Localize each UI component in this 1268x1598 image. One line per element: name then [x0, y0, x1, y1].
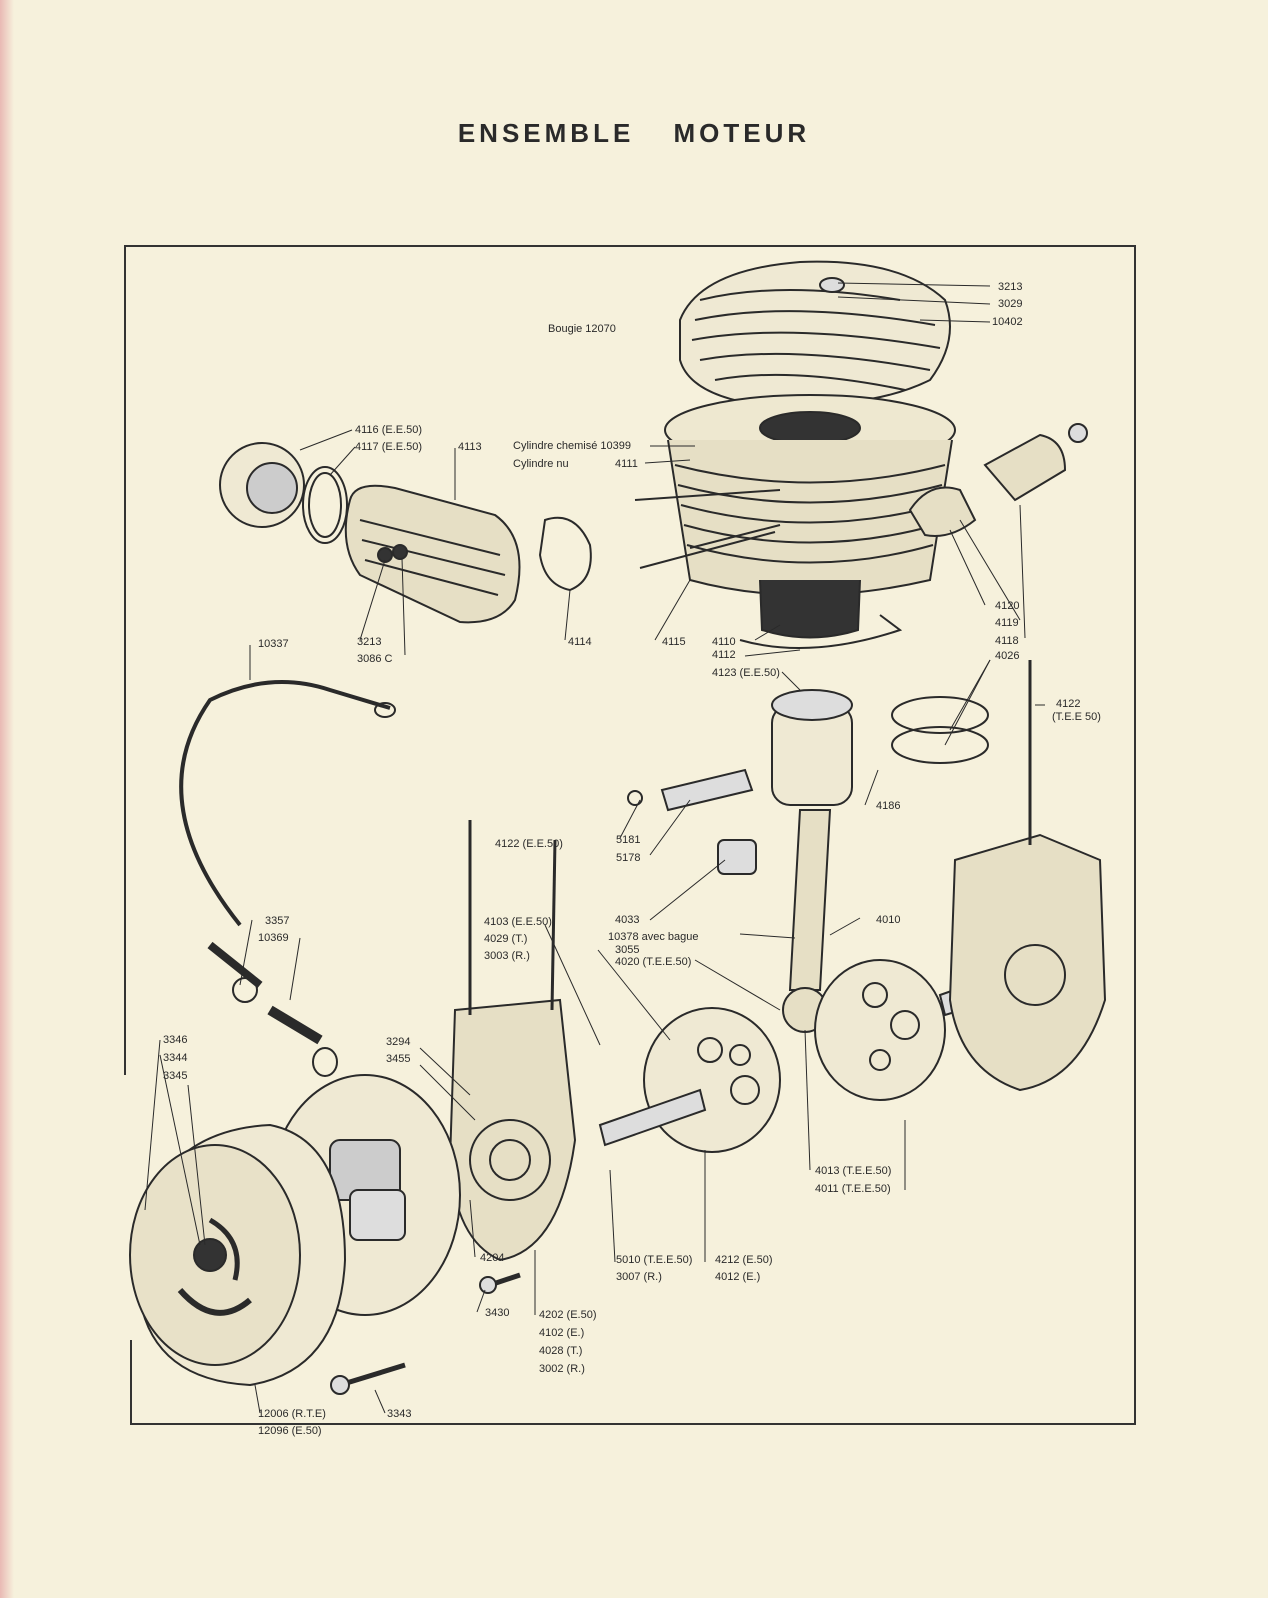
- label-4116: 4116 (E.E.50): [355, 424, 423, 436]
- label-3294: 3294: [386, 1036, 411, 1048]
- kickstart-gear: [219, 442, 348, 544]
- gudgeon-pin: [627, 768, 757, 875]
- piston: [771, 689, 989, 806]
- label-3344: 3344: [163, 1052, 188, 1064]
- label-3343: 3343: [387, 1408, 412, 1420]
- label-3345: 3345: [163, 1070, 188, 1082]
- frame-bottom-left: [130, 1340, 132, 1425]
- label-3086c: 3086 C: [357, 653, 393, 665]
- page-title: ENSEMBLE MOTEUR: [457, 118, 811, 148]
- label-5010: 5010 (T.E.E.50): [616, 1254, 693, 1266]
- label-4212: 4212 (E.50): [715, 1254, 773, 1266]
- label-4111: 4111: [615, 458, 638, 470]
- label-4103: 4103 (E.E.50): [484, 916, 552, 928]
- label-4122-right: 4122: [1056, 698, 1081, 710]
- label-4110: 4110: [712, 636, 736, 648]
- connecting-rod: [782, 809, 832, 1033]
- label-4123: 4123 (E.E.50): [712, 667, 780, 679]
- label-3213-top: 3213: [998, 281, 1023, 293]
- label-12006: 12006 (R.T.E): [258, 1408, 326, 1420]
- label-4113: 4113: [458, 441, 482, 453]
- label-4020: 4020 (T.E.E.50): [615, 956, 692, 968]
- label-10337: 10337: [258, 638, 289, 650]
- label-4120: 4120: [995, 600, 1020, 612]
- label-cylindre-chemise: Cylindre chemisé 10399: [513, 440, 632, 452]
- label-4204: 4204: [480, 1252, 505, 1264]
- page-edge: [0, 0, 14, 1598]
- label-4122-right-sub: (T.E.E 50): [1052, 711, 1101, 723]
- label-4011: 4011 (T.E.E.50): [815, 1183, 891, 1195]
- label-3055: 3055: [615, 944, 640, 956]
- label-3213-bottom: 3213: [357, 636, 382, 648]
- label-3007: 3007 (R.): [616, 1271, 662, 1283]
- label-3430: 3430: [485, 1307, 510, 1319]
- label-bougie: Bougie 12070: [548, 323, 616, 335]
- label-4122-center: 4122 (E.E.50): [495, 838, 563, 850]
- label-4186: 4186: [876, 800, 901, 812]
- label-3002: 3002 (R.): [539, 1363, 585, 1375]
- frame-left: [124, 245, 126, 1075]
- label-3455: 3455: [386, 1053, 411, 1065]
- label-5178: 5178: [616, 852, 641, 864]
- cylinder: [664, 394, 956, 649]
- label-4115: 4115: [662, 636, 686, 648]
- crankcase-right: [948, 660, 1107, 1092]
- flywheel: [129, 1123, 347, 1387]
- cylinder-head: [679, 260, 951, 407]
- cylinder-studs: [634, 489, 781, 569]
- crankcase-left: [448, 820, 577, 1262]
- label-4202: 4202 (E.50): [539, 1309, 597, 1321]
- ht-lead: [179, 680, 396, 1077]
- label-10402: 10402: [992, 316, 1023, 328]
- label-4010: 4010: [876, 914, 901, 926]
- label-12096: 12096 (E.50): [258, 1425, 322, 1437]
- gasket: [538, 516, 592, 592]
- label-3003: 3003 (R.): [484, 950, 530, 962]
- label-4102: 4102 (E.): [539, 1327, 585, 1339]
- label-10369: 10369: [258, 932, 289, 944]
- label-4112: 4112: [712, 649, 736, 661]
- screws: [330, 1272, 521, 1395]
- label-5181: 5181: [616, 834, 641, 846]
- label-4118: 4118: [995, 635, 1019, 647]
- label-4012: 4012 (E.): [715, 1271, 761, 1283]
- label-4028: 4028 (T.): [539, 1345, 583, 1357]
- label-3029: 3029: [998, 298, 1023, 310]
- label-cylindre-nu: Cylindre nu: [513, 458, 569, 470]
- label-3346: 3346: [163, 1034, 188, 1046]
- label-4033: 4033: [615, 914, 640, 926]
- label-10378: 10378 avec bague: [608, 931, 699, 943]
- leader-lines: [144, 282, 1045, 1414]
- exhaust-fitting: [908, 423, 1088, 537]
- label-4013: 4013 (T.E.E.50): [815, 1165, 892, 1177]
- frame-right: [1134, 245, 1136, 1425]
- frame-bottom: [132, 1423, 1136, 1425]
- label-4119: 4119: [995, 617, 1019, 629]
- label-4029: 4029 (T.): [484, 933, 528, 945]
- label-4117: 4117 (E.E.50): [355, 441, 423, 453]
- label-3357: 3357: [265, 915, 290, 927]
- label-4114: 4114: [568, 636, 592, 648]
- label-4026: 4026: [995, 650, 1020, 662]
- carburettor: [344, 484, 521, 624]
- frame-top: [124, 245, 1136, 247]
